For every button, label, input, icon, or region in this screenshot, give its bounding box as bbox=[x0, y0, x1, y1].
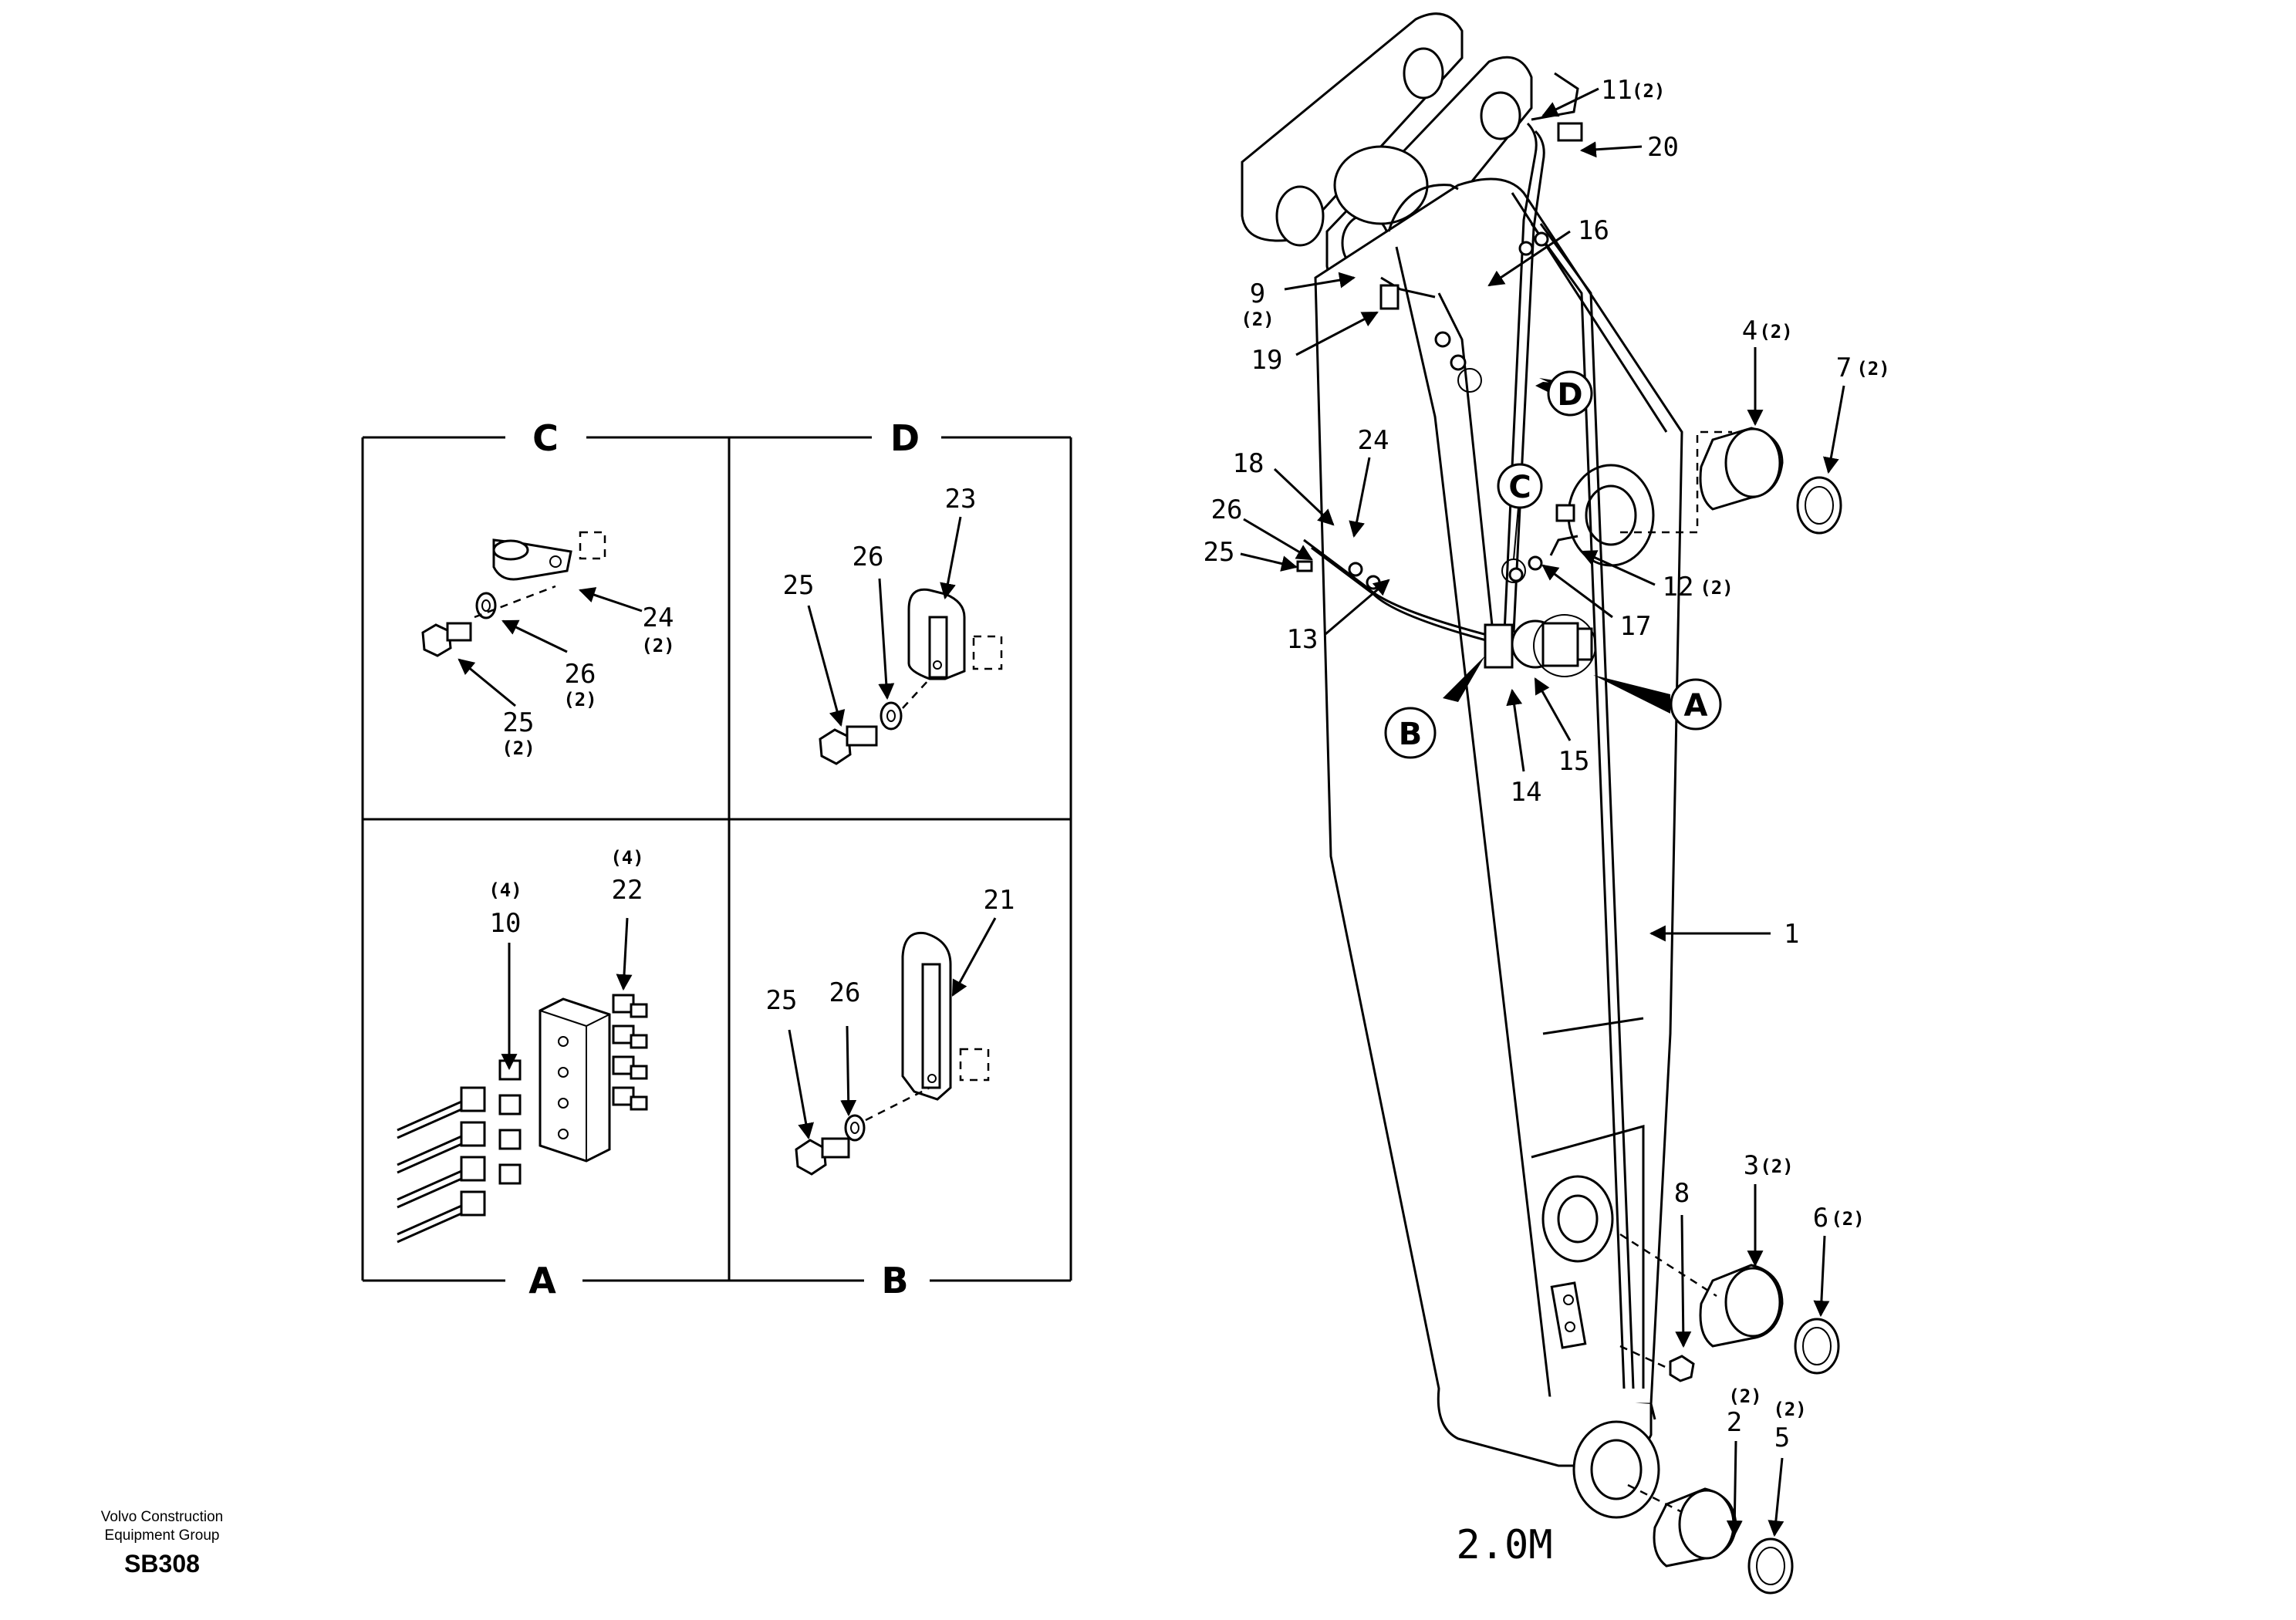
qty-a-10: (4) bbox=[488, 879, 522, 901]
bush-3 bbox=[1699, 1264, 1784, 1348]
hose-fittings-drawing bbox=[397, 1059, 522, 1244]
panel-title-d: D bbox=[890, 417, 920, 459]
label-18: 18 bbox=[1233, 448, 1264, 479]
panel-title-a: A bbox=[528, 1260, 556, 1301]
label-17: 17 bbox=[1620, 611, 1652, 642]
label-14: 14 bbox=[1511, 777, 1542, 808]
callout-d-letter: D bbox=[1557, 377, 1582, 413]
qty-7: (2) bbox=[1856, 358, 1889, 380]
callout-c-letter: C bbox=[1508, 470, 1531, 505]
label-1: 1 bbox=[1784, 919, 1799, 950]
bush-2 bbox=[1653, 1487, 1737, 1568]
seal-5 bbox=[1747, 1537, 1794, 1595]
plugs-22-drawing bbox=[612, 994, 648, 1111]
company-line2: Equipment Group bbox=[104, 1527, 220, 1544]
clamp-24-drawing bbox=[492, 531, 606, 581]
qty-a-22: (4) bbox=[610, 847, 643, 869]
callout-b-letter: B bbox=[1399, 717, 1423, 752]
label-c-26: 26 bbox=[565, 659, 596, 690]
label-c-25: 25 bbox=[503, 707, 535, 738]
clamp-21-drawing bbox=[901, 931, 990, 1101]
label-7: 7 bbox=[1836, 353, 1852, 383]
grease-nipple-8 bbox=[1669, 1355, 1695, 1382]
label-b-21: 21 bbox=[984, 885, 1015, 916]
qty-4: (2) bbox=[1759, 321, 1792, 343]
bolt-25-d-drawing bbox=[819, 725, 878, 765]
label-a-22: 22 bbox=[612, 875, 643, 906]
clamp-23-drawing bbox=[907, 588, 1003, 680]
label-11: 11 bbox=[1601, 75, 1633, 106]
footer: Volvo Construction Equipment Group SB308 bbox=[54, 1508, 270, 1578]
label-c-24: 24 bbox=[643, 602, 674, 633]
callout-b: B bbox=[1384, 656, 1485, 759]
bush-4 bbox=[1699, 427, 1784, 511]
label-9: 9 bbox=[1250, 278, 1265, 309]
panel-b: 21 26 25 bbox=[766, 885, 1015, 1176]
callout-a-letter: A bbox=[1684, 688, 1708, 724]
label-12: 12 bbox=[1663, 572, 1694, 602]
model-label: 2.0M bbox=[1456, 1522, 1552, 1568]
qty-3: (2) bbox=[1760, 1156, 1793, 1177]
label-d-25: 25 bbox=[783, 570, 815, 601]
label-d-26: 26 bbox=[853, 542, 884, 572]
qty-12: (2) bbox=[1700, 577, 1733, 599]
label-5: 5 bbox=[1774, 1423, 1790, 1453]
arm-assembly bbox=[1241, 12, 1842, 1595]
label-24: 24 bbox=[1358, 425, 1389, 456]
bolt-25-drawing bbox=[421, 622, 472, 657]
washer-26-d-drawing bbox=[880, 701, 903, 731]
qty-11: (2) bbox=[1632, 80, 1665, 102]
washer-26-b-drawing bbox=[844, 1114, 866, 1142]
label-b-25: 25 bbox=[766, 985, 798, 1016]
block-drawing bbox=[539, 997, 611, 1163]
label-2: 2 bbox=[1727, 1407, 1742, 1438]
panel-d: 23 26 25 bbox=[783, 484, 1003, 765]
label-13: 13 bbox=[1287, 624, 1319, 655]
callout-d: D bbox=[1457, 368, 1593, 417]
qty-6: (2) bbox=[1831, 1208, 1864, 1230]
qty-5: (2) bbox=[1773, 1399, 1806, 1420]
callout-c: C bbox=[1497, 463, 1543, 583]
bolt-25-b-drawing bbox=[795, 1137, 850, 1176]
label-15: 15 bbox=[1558, 746, 1590, 777]
company-line1: Volvo Construction bbox=[100, 1509, 224, 1525]
qty-c-25: (2) bbox=[501, 737, 535, 759]
qty-c-24: (2) bbox=[641, 635, 674, 656]
qty-c-26: (2) bbox=[563, 689, 596, 710]
panel-a: (4) 10 (4) 22 bbox=[397, 847, 648, 1244]
seal-6 bbox=[1794, 1318, 1840, 1375]
label-4: 4 bbox=[1742, 316, 1757, 346]
label-26: 26 bbox=[1211, 494, 1243, 525]
label-d-23: 23 bbox=[945, 484, 977, 515]
panel-c: 24 (2) 26 (2) 25 (2) bbox=[421, 531, 675, 759]
main-labels: 11 (2) 20 16 9 (2) 19 4 (2) 7 (2) 18 24 … bbox=[1204, 75, 1890, 1568]
label-19: 19 bbox=[1251, 345, 1283, 376]
label-20: 20 bbox=[1647, 132, 1679, 163]
label-6: 6 bbox=[1813, 1203, 1828, 1234]
qty-9: (2) bbox=[1241, 309, 1274, 330]
label-25: 25 bbox=[1204, 537, 1235, 568]
label-3: 3 bbox=[1744, 1150, 1759, 1181]
panel-title-c: C bbox=[532, 417, 559, 459]
label-b-26: 26 bbox=[829, 977, 861, 1008]
label-16: 16 bbox=[1578, 215, 1609, 246]
label-8: 8 bbox=[1674, 1178, 1690, 1209]
callout-a: A bbox=[1533, 614, 1722, 731]
label-a-10: 10 bbox=[490, 908, 522, 939]
seal-7 bbox=[1796, 476, 1842, 535]
drawing-code: SB308 bbox=[124, 1550, 200, 1578]
detail-panels: C D A B bbox=[361, 417, 1072, 1301]
qty-2: (2) bbox=[1728, 1385, 1761, 1407]
panel-title-b: B bbox=[881, 1260, 908, 1301]
